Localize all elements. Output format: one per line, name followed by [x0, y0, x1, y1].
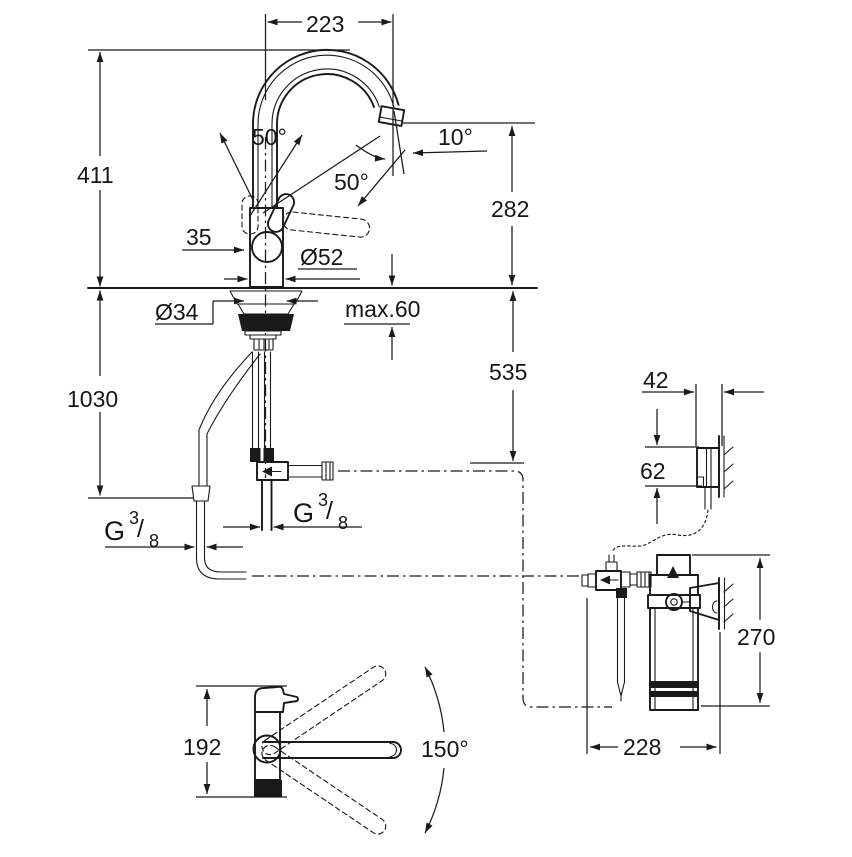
thread-right-den: 8 — [338, 513, 348, 533]
thread-left-den: 8 — [149, 531, 159, 551]
dimension-labels: 223 411 1030 50° 50° 10° 282 35 Ø52 Ø34 … — [67, 11, 775, 762]
dim-lever-offset: 35 — [186, 224, 212, 250]
dim-holder-height: 62 — [640, 458, 666, 484]
dim-deck-thickness: max.60 — [345, 296, 420, 322]
dim-holder-width: 42 — [643, 367, 669, 393]
supply-hoses — [191, 351, 612, 708]
dim-hole-dia: Ø34 — [155, 299, 199, 325]
dimension-annotations — [88, 14, 770, 798]
dim-spray-angle: 10° — [438, 124, 473, 150]
thread-right-g: G — [293, 498, 314, 528]
dim-hose-length: 1030 — [67, 386, 118, 412]
dim-filter-height: 270 — [737, 624, 775, 650]
dim-lever-angle-up: 50° — [252, 124, 287, 150]
dim-supply-drop: 535 — [489, 359, 527, 385]
dim-spout-height: 411 — [77, 162, 114, 188]
dim-lever-angle-fwd: 50° — [334, 169, 369, 195]
thread-left-slash: / — [137, 515, 144, 543]
faucet-top-view — [252, 665, 445, 835]
thread-right-slash: / — [326, 497, 333, 525]
dim-filter-offset: 228 — [623, 734, 661, 760]
thread-label-right: G 3 / 8 — [293, 490, 348, 533]
dim-base-dia: Ø52 — [300, 244, 343, 270]
dim-topview-depth: 192 — [183, 734, 221, 760]
faucet-side-view — [87, 48, 538, 478]
dim-swivel-angle: 150° — [421, 736, 469, 762]
thread-label-left: G 3 / 8 — [104, 508, 159, 551]
thread-right-num: 3 — [318, 490, 328, 510]
dim-outlet-clearance: 282 — [491, 196, 529, 222]
thread-left-num: 3 — [129, 508, 139, 528]
wall-holder — [611, 435, 734, 553]
spout-outlet — [377, 105, 406, 127]
dim-spout-reach: 223 — [306, 11, 344, 37]
filter-assembly — [581, 554, 734, 711]
thread-left-g: G — [104, 516, 125, 546]
